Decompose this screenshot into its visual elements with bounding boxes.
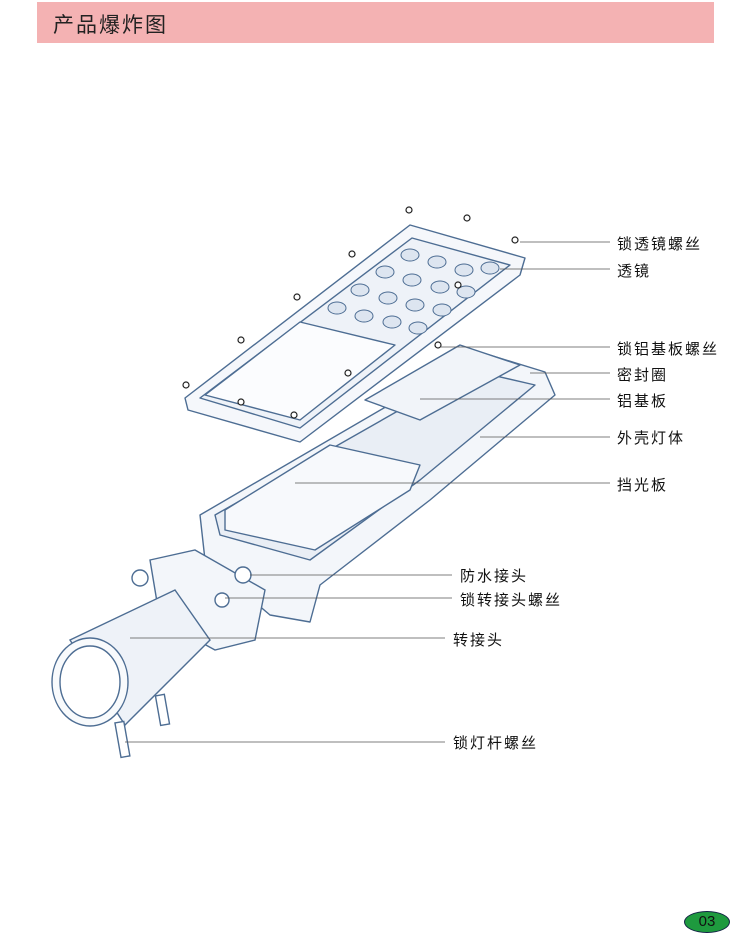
label-adapter-screw: 锁转接头螺丝 [460,591,563,609]
label-housing: 外壳灯体 [617,429,686,447]
label-waterproof-connector: 防水接头 [460,567,529,585]
label-aluminum-plate-screw: 锁铝基板螺丝 [617,340,720,358]
section-header: 产品爆炸图 [37,2,714,43]
label-lens: 透镜 [617,262,652,280]
aluminum-plate [364,344,521,421]
label-aluminum-plate: 铝基板 [617,392,669,410]
label-pole-screw: 锁灯杆螺丝 [453,734,539,752]
page-title: 产品爆炸图 [53,13,168,37]
label-light-shield: 挡光板 [617,476,669,494]
light-shield [224,444,421,551]
label-lens-screw: 锁透镜螺丝 [617,235,703,253]
lens-plate [204,321,396,421]
label-seal-ring: 密封圈 [617,366,669,384]
page-number-badge: 03 [684,911,730,933]
label-adapter: 转接头 [453,631,505,649]
